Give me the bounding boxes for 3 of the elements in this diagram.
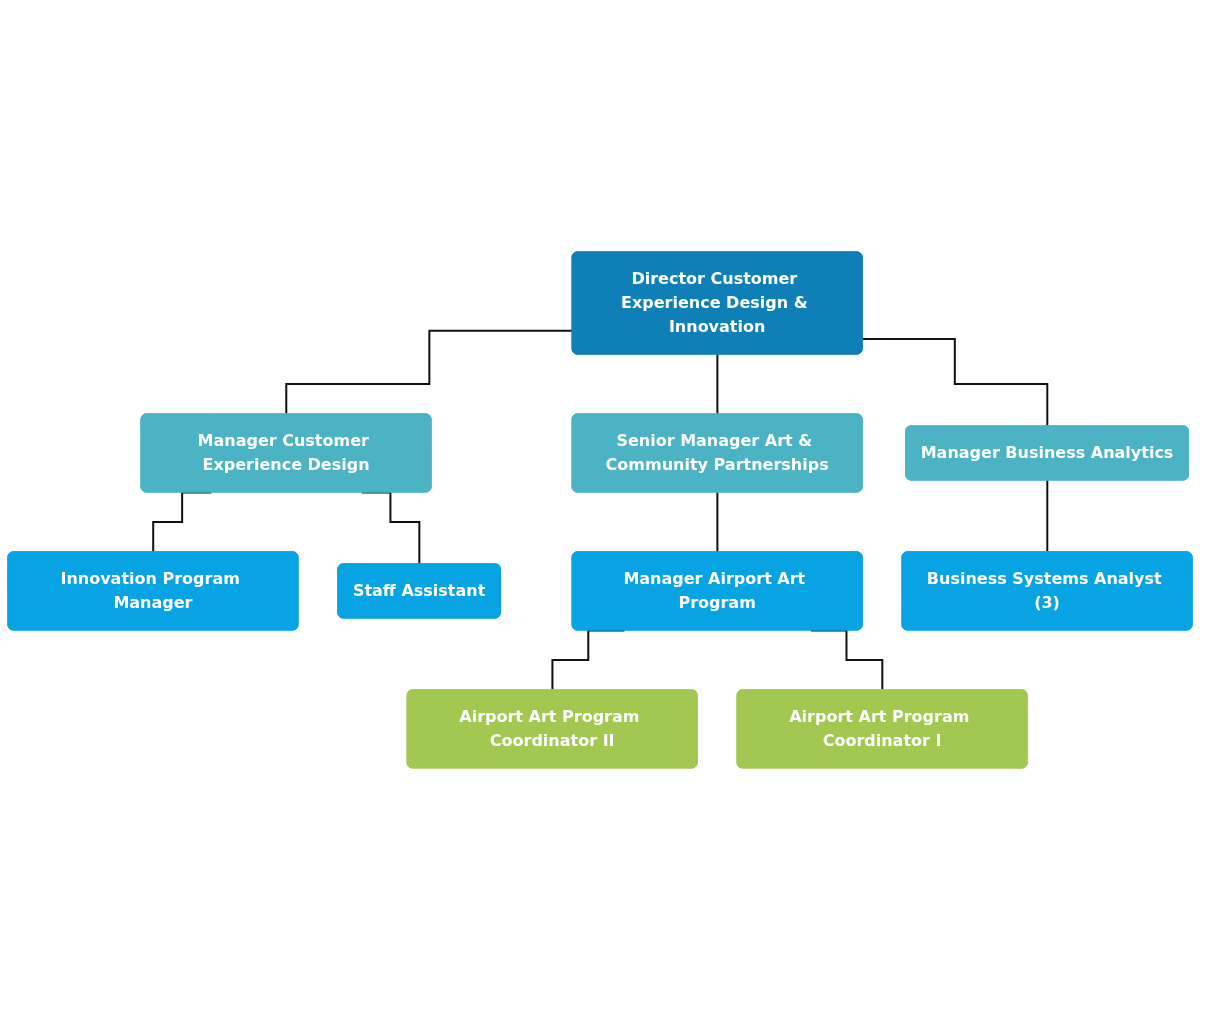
connector [861,338,1049,428]
connector [285,329,574,416]
connector [716,353,719,416]
